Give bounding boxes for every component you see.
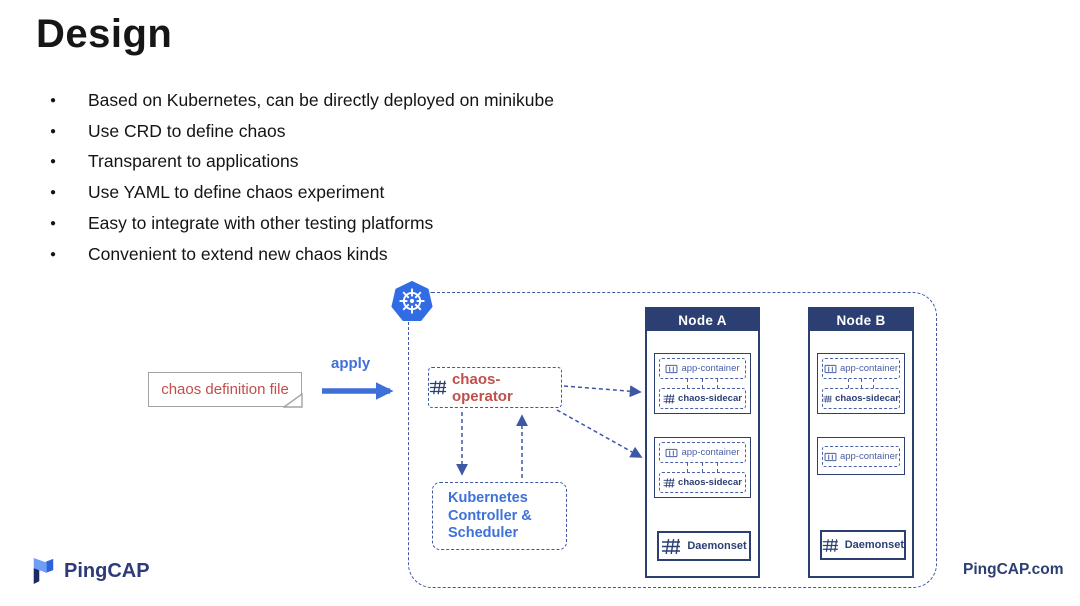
app-container-chip: app-container <box>822 446 900 467</box>
bullet-item: ● Use YAML to define chaos experiment <box>50 177 554 208</box>
chaos-sidecar-label: chaos-sidecar <box>678 477 742 488</box>
container-icon <box>824 452 837 462</box>
pingcap-brand-text: PingCAP <box>64 559 150 582</box>
bullet-dot-icon: ● <box>50 248 57 260</box>
bullet-text: Transparent to applications <box>88 151 299 172</box>
bullet-dot-icon: ● <box>50 94 57 106</box>
app-container-chip: app-container <box>659 358 746 379</box>
node-a-daemonset-box: Daemonset <box>657 531 751 561</box>
mesh-grid-icon <box>822 537 839 554</box>
mesh-grid-icon <box>823 394 832 404</box>
mesh-grid-icon <box>663 478 675 488</box>
chaos-definition-file-box: chaos definition file <box>148 372 303 408</box>
apply-label: apply <box>331 355 371 372</box>
bullet-text: Use CRD to define chaos <box>88 120 286 141</box>
node-b-pod-1: app-container chaos-sidecar <box>817 353 905 414</box>
bullet-text: Convenient to extend new chaos kinds <box>88 243 388 264</box>
mesh-grid-icon <box>661 538 681 555</box>
container-icon <box>665 364 678 374</box>
bullet-list: ● Based on Kubernetes, can be directly de… <box>50 85 554 270</box>
pod-link-ticks <box>673 463 732 472</box>
app-container-label: app-container <box>839 451 899 462</box>
container-icon <box>665 448 678 458</box>
chaos-sidecar-label: chaos-sidecar <box>678 393 742 404</box>
bullet-item: ● Easy to integrate with other testing pl… <box>50 208 554 239</box>
app-container-label: app-container <box>681 447 740 458</box>
mesh-grid-icon <box>429 380 447 395</box>
bullet-item: ● Use CRD to define chaos <box>50 116 554 147</box>
chaos-sidecar-chip: chaos-sidecar <box>822 388 900 409</box>
node-b: Node B app-container chaos-sidecar app-c… <box>808 307 914 578</box>
bullet-dot-icon: ● <box>50 125 57 137</box>
node-b-daemonset-box: Daemonset <box>820 530 906 560</box>
bullet-text: Use YAML to define chaos experiment <box>88 182 385 203</box>
daemonset-label: Daemonset <box>687 540 747 552</box>
bullet-dot-icon: ● <box>50 187 57 199</box>
chaos-sidecar-label: chaos-sidecar <box>835 393 899 404</box>
pod-link-ticks <box>673 379 732 388</box>
bullet-text: Based on Kubernetes, can be directly dep… <box>88 89 554 110</box>
chaos-operator-box: chaos-operator <box>428 367 562 408</box>
container-icon <box>824 364 837 374</box>
controller-line: Controller & <box>448 507 532 524</box>
node-a-pod-1: app-container chaos-sidecar <box>654 353 751 414</box>
app-container-label: app-container <box>839 363 899 374</box>
folded-corner-icon <box>283 393 303 408</box>
bullet-item: ● Convenient to extend new chaos kinds <box>50 239 554 270</box>
pingcap-flag-icon <box>33 558 54 584</box>
bullet-item: ● Transparent to applications <box>50 147 554 178</box>
node-a-header: Node A <box>647 309 758 331</box>
controller-line: Kubernetes <box>448 490 528 506</box>
kubernetes-cluster-boundary <box>408 292 937 588</box>
chaos-sidecar-chip: chaos-sidecar <box>659 388 746 409</box>
node-a: Node A app-container chaos-sidecar app-c… <box>645 307 760 578</box>
page-title: Design <box>36 12 173 56</box>
kubernetes-logo-icon <box>391 280 433 321</box>
bullet-dot-icon: ● <box>50 156 57 168</box>
bullet-text: Easy to integrate with other testing pla… <box>88 213 434 234</box>
pod-link-ticks <box>836 379 886 388</box>
kubernetes-controller-scheduler-box: Kubernetes Controller & Scheduler <box>432 482 567 550</box>
pingcap-website-text: PingCAP.com <box>963 561 1064 578</box>
chaos-sidecar-chip: chaos-sidecar <box>659 472 746 493</box>
pingcap-logo: PingCAP <box>30 556 150 586</box>
mesh-grid-icon <box>663 394 675 404</box>
bullet-item: ● Based on Kubernetes, can be directly de… <box>50 85 554 116</box>
chaos-definition-file-label: chaos definition file <box>161 381 289 398</box>
bullet-dot-icon: ● <box>50 218 57 230</box>
node-b-pod-2: app-container <box>817 437 905 475</box>
node-a-pod-2: app-container chaos-sidecar <box>654 437 751 498</box>
daemonset-label: Daemonset <box>844 539 904 551</box>
app-container-chip: app-container <box>822 358 900 379</box>
controller-line: Scheduler <box>448 525 519 541</box>
node-b-header: Node B <box>810 309 912 331</box>
app-container-label: app-container <box>681 363 740 374</box>
app-container-chip: app-container <box>659 442 746 463</box>
chaos-operator-label: chaos-operator <box>451 370 513 405</box>
